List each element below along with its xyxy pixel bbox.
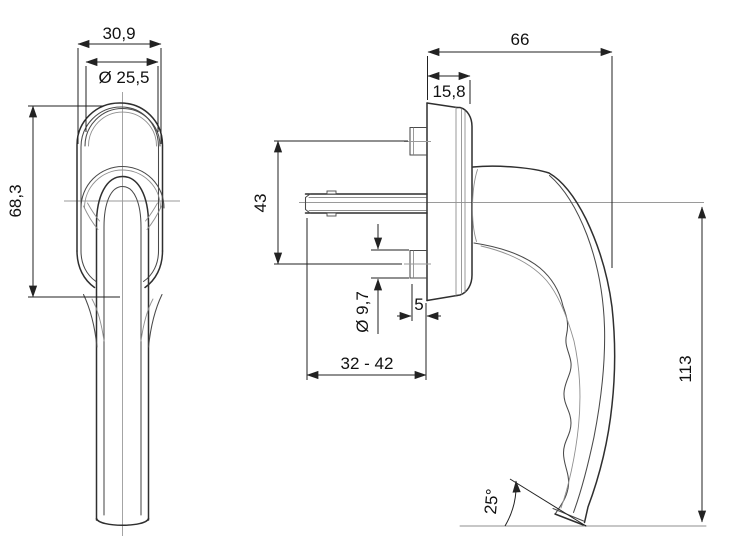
dim-screw-boss-diameter: Ø 9,7: [353, 224, 409, 334]
spindle: [304, 190, 428, 217]
rosette-side: [426, 102, 473, 302]
rosette-front-bottom-right-arc: [144, 250, 164, 289]
dim-rosette-diameter-label: Ø 25,5: [98, 68, 149, 87]
screw-boss-top: [404, 126, 431, 156]
grip-flare-left-inner: [91, 298, 105, 342]
spindle-notch-bottom: [326, 212, 337, 217]
grip-flare-left: [82, 293, 98, 348]
rosette-front-inner-bottom-left-arc: [80, 250, 97, 283]
dimensions: 30,9 Ø 25,5 68,3 66 15,8: [6, 24, 707, 527]
handle-tip-face: [554, 513, 587, 527]
gusset-right-inner: [145, 202, 158, 222]
side-view: [299, 102, 707, 527]
dim-front-width-label: 30,9: [102, 24, 135, 43]
rosette-front-outline: [76, 102, 164, 252]
handle-outer-silhouette: [472, 165, 616, 524]
dim-front-width: 30,9: [77, 24, 162, 144]
dim-overall-height-label: 113: [676, 355, 695, 382]
handle-side-profile: [472, 165, 616, 527]
dim-boss-protrusion: 5: [397, 284, 441, 321]
rosette-dome-arc: [84, 107, 161, 147]
spindle-notch-top: [326, 190, 337, 195]
dim-spindle-length-label: 32 - 42: [341, 354, 394, 373]
handle-shoulder-inner-arc: [84, 169, 161, 209]
dim-boss-protrusion-label: 5: [414, 295, 423, 314]
rosette-front-inner-outline: [80, 106, 160, 252]
rosette-cover-plate: [456, 106, 473, 297]
dim-rosette-thickness: 15,8: [427, 71, 471, 104]
dim-handle-depth-label: 66: [511, 30, 530, 49]
front-view: [64, 92, 180, 536]
screw-boss-bottom: [404, 249, 431, 279]
rosette-front-inner-bottom-right-arc: [142, 250, 160, 283]
dim-screw-spacing-label: 43: [251, 194, 270, 213]
dim-rosette-diameter: Ø 25,5: [85, 57, 159, 132]
dim-screw-boss-diameter-label: Ø 9,7: [353, 291, 372, 333]
handle-grip-bottom-cap: [95, 517, 150, 526]
handle-contour-outer: [548, 174, 606, 514]
handle-contour-mid: [480, 245, 581, 509]
dim-screw-spacing: 43: [251, 140, 408, 265]
grip-flare-right: [147, 293, 163, 348]
grip-flare-right-inner: [140, 298, 154, 342]
dim-overall-height: 113: [676, 206, 707, 523]
gusset-right: [146, 205, 162, 230]
handle-neck-base-arc: [472, 169, 478, 242]
dim-handle-depth: 66: [427, 30, 613, 268]
handle-inner-edge-wavy: [473, 242, 572, 515]
dim-rosette-thickness-label: 15,8: [432, 82, 465, 101]
dim-rosette-height: 68,3: [6, 105, 120, 298]
gusset-left-inner: [87, 202, 100, 222]
dim-rosette-height-label: 68,3: [6, 184, 25, 217]
handle-grip-front-inner: [103, 185, 142, 516]
rosette-dome-inner-arc: [88, 111, 157, 147]
dim-grip-angle-label: 25°: [481, 488, 502, 515]
gusset-left: [83, 205, 99, 230]
dim-spindle-length: 32 - 42: [306, 218, 427, 380]
handle-shoulder-arc: [80, 166, 165, 209]
dim-grip-angle: 25°: [481, 478, 587, 527]
handle-grip-front-outline: [95, 175, 150, 521]
rosette-front-bottom-left-arc: [76, 250, 96, 289]
